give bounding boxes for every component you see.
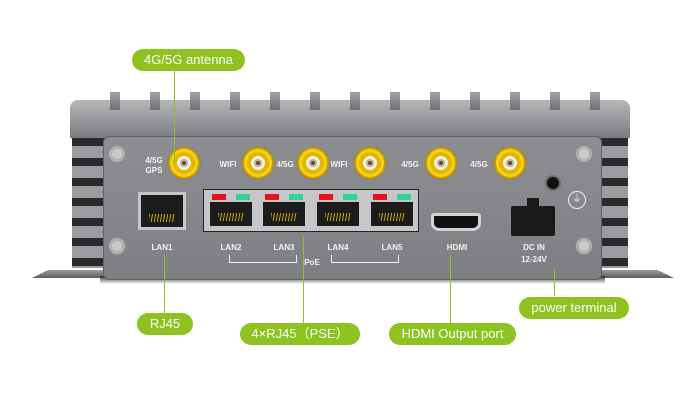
callout-power: power terminal (519, 297, 629, 319)
dc-power-connector-latch (527, 198, 539, 207)
label-hdmi: HDMI (446, 243, 468, 252)
antenna-connector-cell-2 (425, 147, 457, 179)
callout-poe-ports: 4×RJ45（PSE） (240, 323, 360, 345)
screw-icon (108, 237, 126, 255)
antenna-connector-cell-3 (494, 147, 526, 179)
label-gps-line1: 4/5G (145, 156, 163, 165)
leader-line-power (554, 268, 555, 296)
leader-line-hdmi (450, 255, 451, 328)
callout-hdmi: HDMI Output port (389, 323, 516, 345)
screw-icon (575, 145, 593, 163)
mounting-foot-left (32, 270, 112, 278)
label-lan2: LAN2 (220, 243, 242, 252)
mounting-foot-right (592, 270, 674, 278)
leader-line-antenna (174, 71, 175, 163)
lan3-port (260, 194, 308, 229)
label-dc-in-line1: DC IN (523, 243, 545, 252)
label-dc-in-line2: 12-24V (521, 255, 547, 264)
audio-jack (545, 175, 561, 191)
antenna-connector-wifi-2 (354, 147, 386, 179)
lan5-port (368, 194, 416, 229)
leader-line-rj45 (164, 255, 165, 317)
label-gps-line2: GPS (145, 166, 163, 175)
screw-icon (575, 237, 593, 255)
label-lan3: LAN3 (273, 243, 295, 252)
callout-antenna: 4G/5G antenna (132, 49, 245, 71)
antenna-connector-wifi-1 (242, 147, 274, 179)
leader-line-poe (303, 236, 304, 326)
antenna-connector-cell-1 (297, 147, 329, 179)
label-cell-3: 4/5G (470, 160, 488, 169)
label-cell-1: 4/5G (276, 160, 294, 169)
lan1-port (138, 192, 186, 230)
lan4-port (314, 194, 362, 229)
callout-rj45: RJ45 (137, 313, 193, 335)
poe-bracket-right (331, 255, 399, 263)
poe-bracket-left (229, 255, 297, 263)
label-cell-2: 4/5G (401, 160, 419, 169)
label-lan4: LAN4 (327, 243, 349, 252)
label-wifi-1: WIFI (219, 160, 237, 169)
lan2-port (207, 194, 255, 229)
dc-power-connector (511, 206, 555, 236)
ground-icon: ⏚ (568, 191, 586, 209)
label-lan1: LAN1 (151, 243, 173, 252)
chassis-shadow (100, 276, 605, 284)
antenna-connector-gps (168, 147, 200, 179)
screw-icon (108, 145, 126, 163)
label-lan5: LAN5 (381, 243, 403, 252)
label-poe: PoE (304, 258, 320, 267)
hdmi-port (431, 213, 481, 231)
label-wifi-2: WIFI (330, 160, 348, 169)
